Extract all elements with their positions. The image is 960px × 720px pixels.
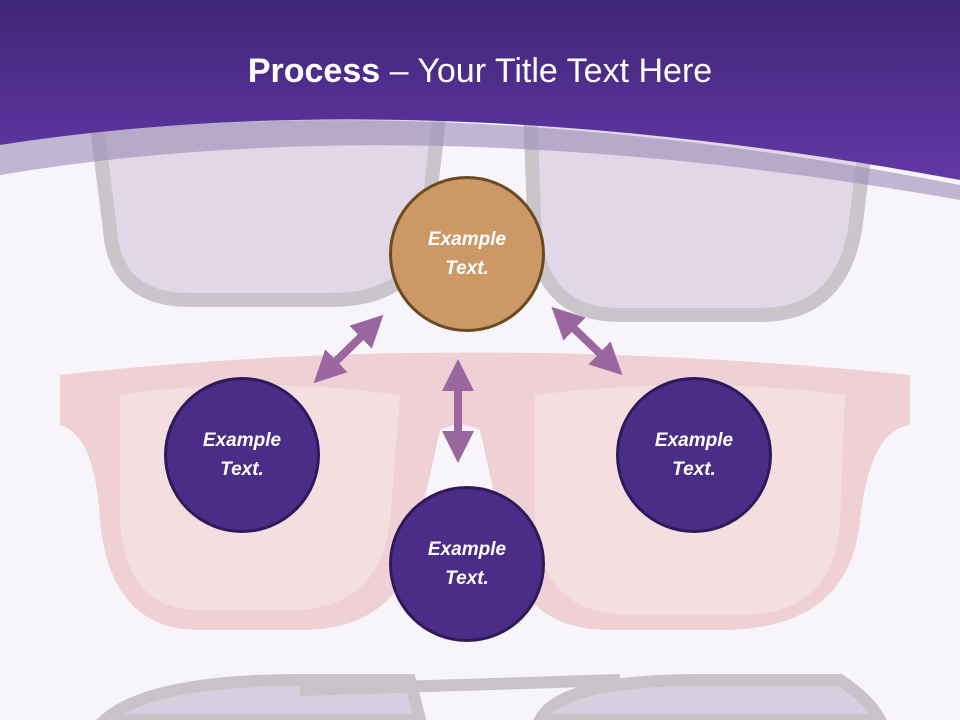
node-text: Text.: [220, 459, 264, 480]
node-text: Example: [427, 539, 507, 560]
node-text: Example: [202, 430, 282, 451]
glasses-top: [87, 103, 878, 322]
node-text: Text.: [445, 568, 489, 589]
header-band-shadow: [0, 120, 960, 200]
node-text: Example: [654, 430, 734, 451]
title-bold: Process: [247, 52, 381, 90]
arrow-top-right: [551, 306, 623, 376]
header-band: [0, 0, 960, 180]
slide-title: Process – Your Title Text Here: [0, 52, 960, 91]
node-text: Text.: [445, 258, 489, 279]
arrow-top-left: [313, 314, 384, 384]
glasses-bottom: [95, 674, 887, 720]
node-text: Example: [427, 229, 507, 250]
title-rest: – Your Title Text Here: [380, 52, 713, 90]
node-text: Text.: [672, 459, 716, 480]
